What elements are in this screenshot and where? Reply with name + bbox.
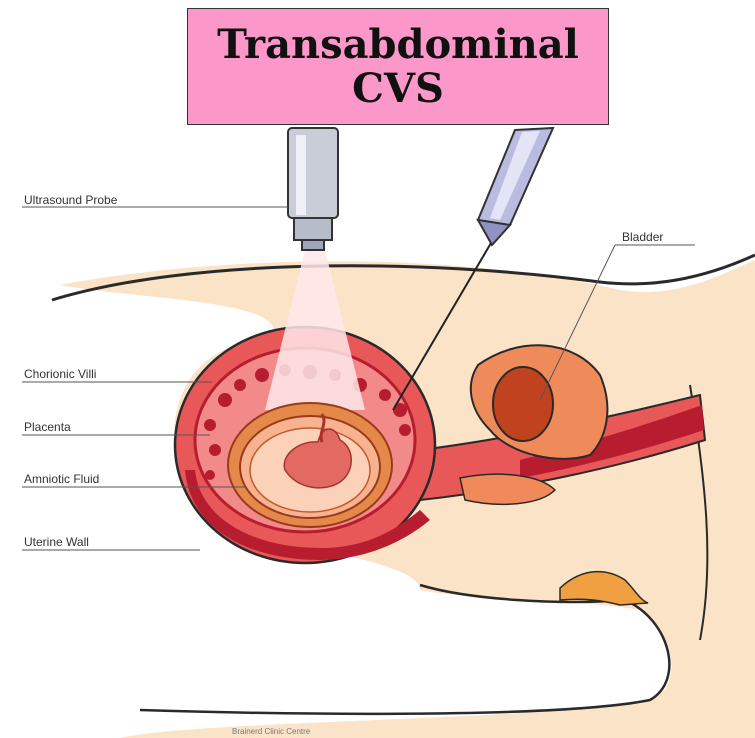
label-amniotic-fluid: Amniotic Fluid [24, 472, 99, 486]
label-placenta: Placenta [24, 420, 71, 434]
lower-fold-line [140, 585, 669, 714]
label-bladder: Bladder [622, 230, 663, 244]
bladder-inner [493, 367, 553, 441]
label-chorionic-villi: Chorionic Villi [24, 367, 96, 381]
title-banner: Transabdominal CVS [187, 8, 609, 125]
image-credit: Brainerd Clinic Centre [232, 727, 310, 736]
label-ultrasound-probe: Ultrasound Probe [24, 193, 117, 207]
title: Transabdominal CVS [198, 23, 598, 111]
label-uterine-wall: Uterine Wall [24, 535, 89, 549]
ultrasound-probe [288, 128, 338, 250]
